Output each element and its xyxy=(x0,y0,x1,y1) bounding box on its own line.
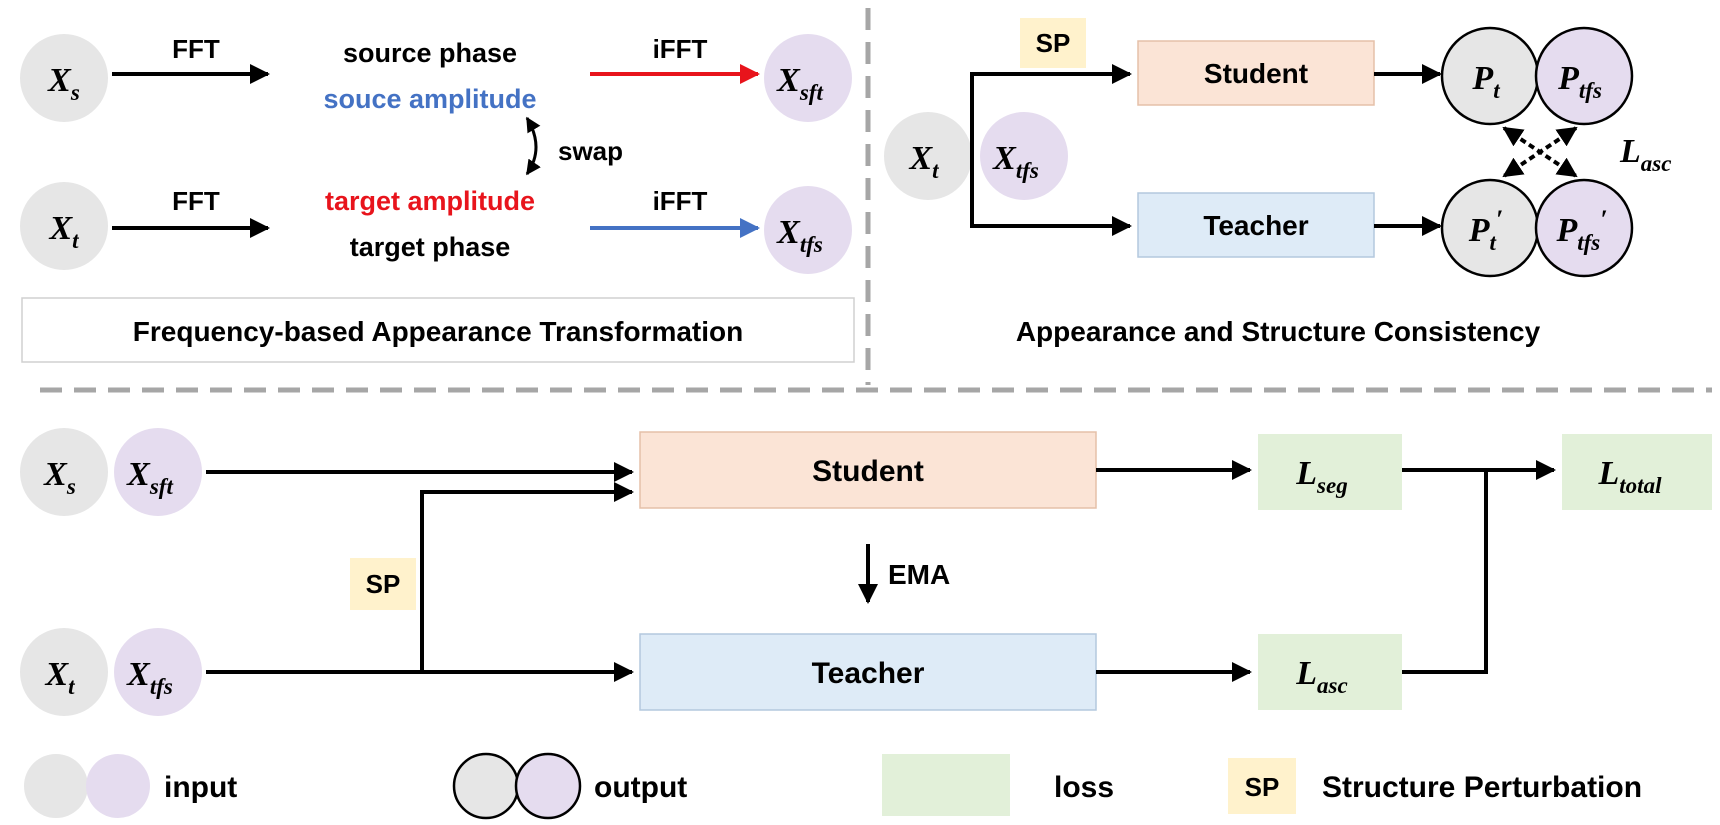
pipe-xt-circle xyxy=(20,628,108,716)
asc-xtfs-circle xyxy=(980,112,1068,200)
pt-prime-output-circle xyxy=(1440,178,1540,278)
legend-sp-swatch xyxy=(1228,758,1296,814)
legend: input output loss SP Structure Perturbat… xyxy=(24,752,1642,820)
ltotal-box xyxy=(1562,434,1712,510)
source-phase-label: source phase xyxy=(343,38,517,68)
pipe-xsft-label: Xsft xyxy=(126,456,173,499)
xt-input-label: Xt xyxy=(48,210,79,253)
pipe-xs-circle xyxy=(20,428,108,516)
pipe-xtfs-circle xyxy=(114,628,202,716)
pipe-xs-label: Xs xyxy=(43,456,76,499)
legend-sp-label: SP xyxy=(1245,772,1280,802)
pt-label: Pt xyxy=(1471,60,1500,103)
pt-prime-label: Pt′ xyxy=(1468,205,1503,255)
fft-top-label: FFT xyxy=(172,34,220,64)
legend-input-label: input xyxy=(164,771,237,804)
asc-student-box xyxy=(1137,40,1375,106)
source-amplitude-label: souce amplitude xyxy=(323,84,536,114)
target-amplitude-label: target amplitude xyxy=(325,186,535,216)
legend-loss-swatch xyxy=(882,754,1010,816)
ptfs-prime-label: Ptfs′ xyxy=(1555,205,1607,255)
legend-structure-perturbation-label: Structure Perturbation xyxy=(1322,771,1642,804)
asc-student-label: Student xyxy=(1204,58,1308,89)
pipe-teacher-box xyxy=(639,633,1097,711)
asc-caption: Appearance and Structure Consistency xyxy=(1016,316,1541,347)
legend-input-purple-swatch xyxy=(86,754,150,818)
xt-input-circle xyxy=(20,182,108,270)
lasc-to-ltotal-connector xyxy=(1402,468,1488,674)
cross-consistency-arrow-b xyxy=(1502,126,1578,178)
pipe-xtfs-label: Xtfs xyxy=(126,656,173,699)
xtfs-output-circle xyxy=(764,186,852,274)
lseg-label: Lseg xyxy=(1295,455,1347,498)
ema-label: EMA xyxy=(888,559,950,590)
asc-loss-label: Lasc xyxy=(1619,133,1671,176)
legend-output-purple-swatch xyxy=(514,752,582,820)
fft-caption-box xyxy=(21,297,855,363)
ptfs-label: Ptfs xyxy=(1557,60,1602,103)
asc-xtfs-label: Xtfs xyxy=(992,140,1039,183)
target-phase-label: target phase xyxy=(350,232,511,262)
pipe-sp-box xyxy=(350,558,416,610)
asc-teacher-label: Teacher xyxy=(1203,210,1308,241)
ltotal-label: Ltotal xyxy=(1598,455,1663,498)
xs-input-label: Xs xyxy=(47,62,80,105)
legend-output-label: output xyxy=(594,771,687,804)
ifft-top-label: iFFT xyxy=(653,34,708,64)
legend-loss-label: loss xyxy=(1054,771,1114,804)
asc-sp-label: SP xyxy=(1036,28,1071,58)
fft-caption: Frequency-based Appearance Transformatio… xyxy=(133,316,743,347)
fft-panel: Xs Xt FFT FFT source phase souce amplitu… xyxy=(20,34,855,363)
asc-xt-label: Xt xyxy=(908,140,939,183)
xtfs-output-label: Xtfs xyxy=(776,214,823,257)
lseg-box xyxy=(1258,434,1402,510)
swap-curved-arrow xyxy=(525,116,541,176)
pipe-xt-label: Xt xyxy=(44,656,75,699)
xsft-output-circle xyxy=(764,34,852,122)
pipe-xsft-circle xyxy=(114,428,202,516)
asc-teacher-box xyxy=(1137,192,1375,258)
lasc-box xyxy=(1258,634,1402,710)
pipe-teacher-label: Teacher xyxy=(812,657,925,690)
swap-label: swap xyxy=(558,136,623,166)
xs-input-circle xyxy=(20,34,108,122)
pipeline-panel: Xs Xsft Xt Xtfs SP Student Teacher EMA L… xyxy=(20,428,1712,716)
xsft-output-label: Xsft xyxy=(776,62,823,105)
asc-xt-circle xyxy=(884,112,972,200)
legend-input-gray-swatch xyxy=(24,754,88,818)
pipe-student-box xyxy=(639,431,1097,509)
ifft-bottom-label: iFFT xyxy=(653,186,708,216)
pipe-student-label: Student xyxy=(812,455,924,488)
asc-panel: Xt Xtfs SP Student Teacher Pt Ptfs Pt′ P… xyxy=(884,18,1671,347)
lasc-label: Lasc xyxy=(1295,655,1347,698)
legend-output-gray-swatch xyxy=(452,752,520,820)
asc-sp-box xyxy=(1020,18,1086,68)
fft-bottom-label: FFT xyxy=(172,186,220,216)
pipe-sp-label: SP xyxy=(366,569,401,599)
ptfs-prime-output-circle xyxy=(1534,178,1634,278)
ptfs-output-circle xyxy=(1534,26,1634,126)
